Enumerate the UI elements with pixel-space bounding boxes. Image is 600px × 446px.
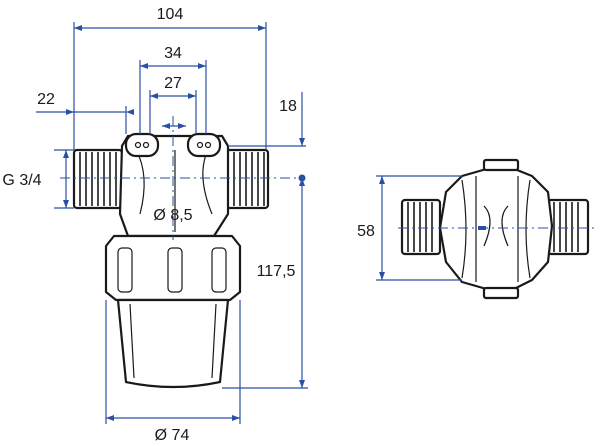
dim-outer-spacing: 34 bbox=[139, 45, 207, 134]
overall-width-label: 104 bbox=[157, 6, 184, 23]
side-view bbox=[398, 158, 594, 300]
filter-bowl bbox=[116, 298, 230, 389]
dim-thread-size: G 3/4 bbox=[2, 149, 74, 209]
side-top-cap bbox=[482, 158, 520, 172]
dim-overall-height: 117,5 bbox=[222, 178, 308, 389]
inner-spacing-label: 27 bbox=[164, 75, 182, 92]
dim-offset-left: 22 bbox=[36, 91, 134, 134]
side-center-mark bbox=[478, 226, 486, 230]
orifice-diameter-label: Ø 8,5 bbox=[153, 207, 192, 224]
outer-spacing-label: 34 bbox=[164, 45, 182, 62]
bowl-diameter-label: Ø 74 bbox=[155, 427, 190, 444]
dim-orifice-diameter: Ø 8,5 bbox=[153, 123, 193, 224]
thread-size-label: G 3/4 bbox=[2, 172, 41, 189]
bowl-ring bbox=[104, 234, 242, 302]
overall-height-label: 117,5 bbox=[257, 263, 296, 280]
valve-body bbox=[118, 132, 230, 238]
top-offset-label: 18 bbox=[279, 98, 297, 115]
side-body bbox=[438, 166, 554, 292]
dim-overall-width: 104 bbox=[73, 6, 267, 150]
dim-bowl-diameter: Ø 74 bbox=[105, 300, 241, 444]
dim-side-view-height: 58 bbox=[357, 175, 462, 281]
left-thread-inlet bbox=[72, 148, 124, 210]
side-bottom-cap bbox=[482, 286, 520, 300]
front-view bbox=[60, 116, 306, 389]
dim-top-offset: 18 bbox=[228, 92, 306, 186]
offset-left-label: 22 bbox=[37, 91, 55, 108]
dim-inner-spacing: 27 bbox=[149, 75, 197, 134]
side-view-height-label: 58 bbox=[357, 223, 375, 240]
